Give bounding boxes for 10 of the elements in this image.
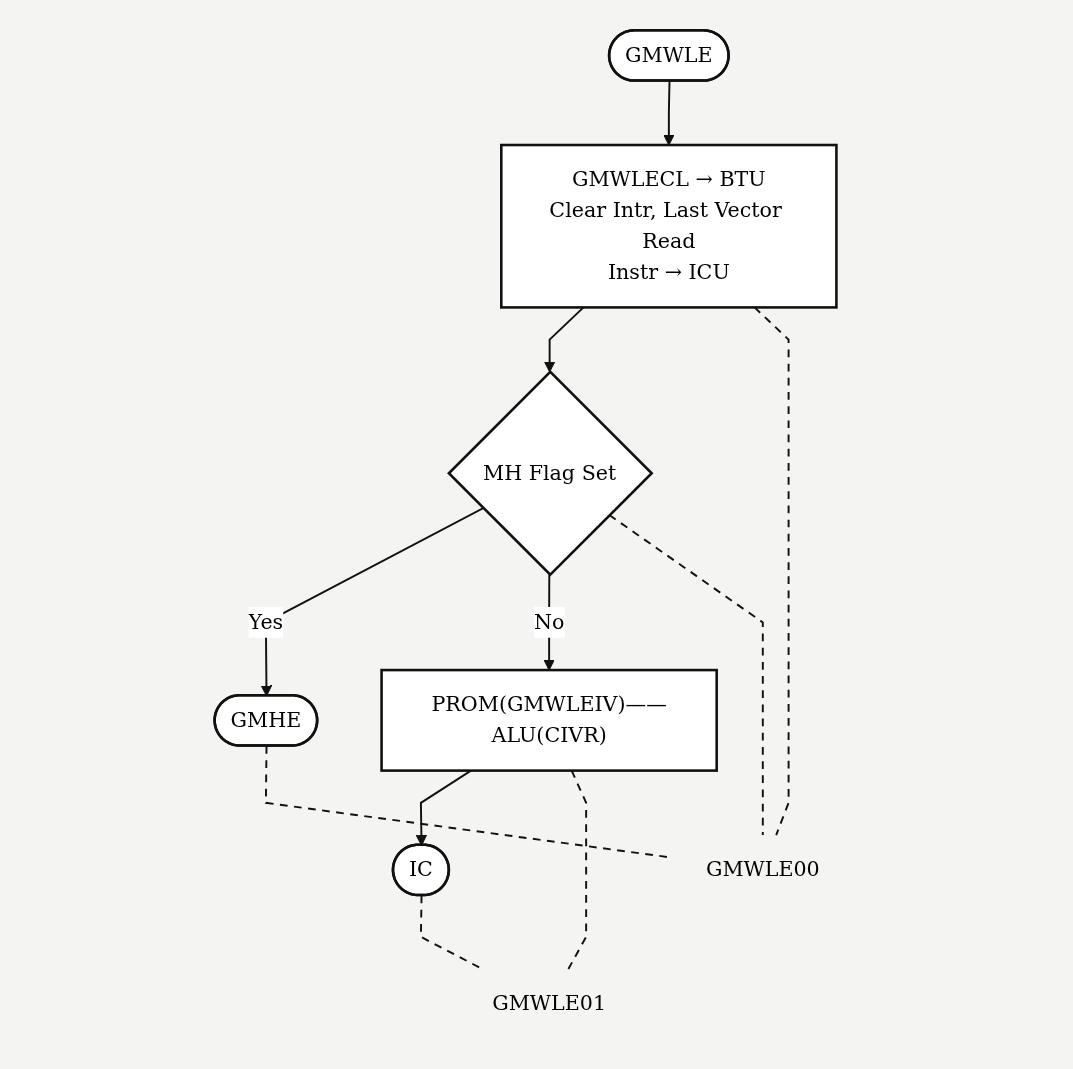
node-text: GMWLE00 xyxy=(705,856,820,882)
edge-label: Yes xyxy=(248,609,284,634)
edge-label: No xyxy=(533,609,565,634)
arrow xyxy=(663,80,675,146)
connector xyxy=(608,514,764,836)
node-box: PROM(GMWLEIV)——ALU(CIVR) xyxy=(380,668,718,772)
node-text: GMWLE01 xyxy=(492,991,607,1016)
node-box: GMWLECL → BTU Clear Intr, Last Vector Read Instr → ICU xyxy=(500,143,838,309)
node-diamond: MH Flag Set xyxy=(447,370,654,577)
connector xyxy=(264,745,669,858)
